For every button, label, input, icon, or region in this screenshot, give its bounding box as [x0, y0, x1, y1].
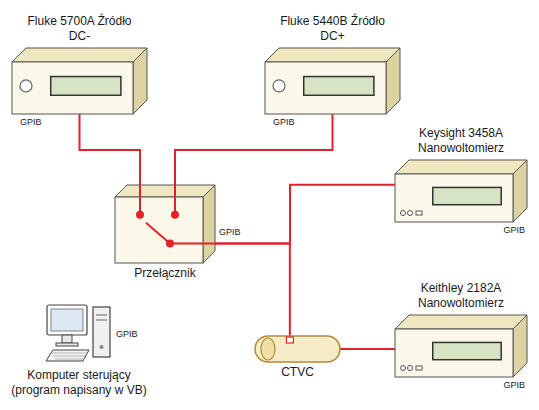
signal-wire: [215, 185, 395, 244]
signal-wire: [340, 348, 395, 350]
signal-wire: [215, 244, 290, 337]
device-label: Fluke 5440B Źródło DC+: [278, 14, 388, 44]
ctvc-cylinder: CTVC: [255, 336, 340, 362]
ctvc-label: CTVC: [263, 365, 333, 380]
computer-label: Komputer sterujący (program napisany w V…: [4, 368, 154, 398]
signal-wire: [175, 114, 333, 185]
nanovoltmeter-device: Keithley 2182A NanowoltomierzGPIB: [395, 315, 527, 377]
computer-icon: GPIBKomputer sterujący (program napisany…: [45, 303, 113, 365]
pc-illustration: [45, 303, 113, 365]
meter-illustration: [395, 160, 527, 222]
gpib-label: GPIB: [273, 117, 295, 128]
meter-illustration: [395, 315, 527, 377]
nanovoltmeter-device: Keysight 3458A NanowoltomierzGPIB: [395, 160, 527, 222]
switch-illustration: [115, 185, 215, 263]
device-label: Keysight 3458A Nanowoltomierz: [405, 126, 517, 156]
source-illustration: [265, 48, 400, 114]
switch-box: PrzełącznikGPIB: [115, 185, 215, 263]
source-device: Fluke 5700A Źródło DC-GPIB: [12, 48, 147, 114]
ctvc-illustration: [255, 336, 340, 362]
source-device: Fluke 5440B Źródło DC+GPIB: [265, 48, 400, 114]
gpib-label: GPIB: [503, 225, 525, 236]
gpib-label: GPIB: [116, 329, 138, 340]
gpib-label: GPIB: [20, 117, 42, 128]
device-label: Keithley 2182A Nanowoltomierz: [405, 281, 517, 311]
signal-wire: [80, 114, 141, 185]
gpib-label: GPIB: [503, 380, 525, 391]
gpib-label: GPIB: [219, 227, 241, 238]
source-illustration: [12, 48, 147, 114]
switch-label: Przełącznik: [115, 266, 215, 281]
device-label: Fluke 5700A Źródło DC-: [25, 14, 135, 44]
